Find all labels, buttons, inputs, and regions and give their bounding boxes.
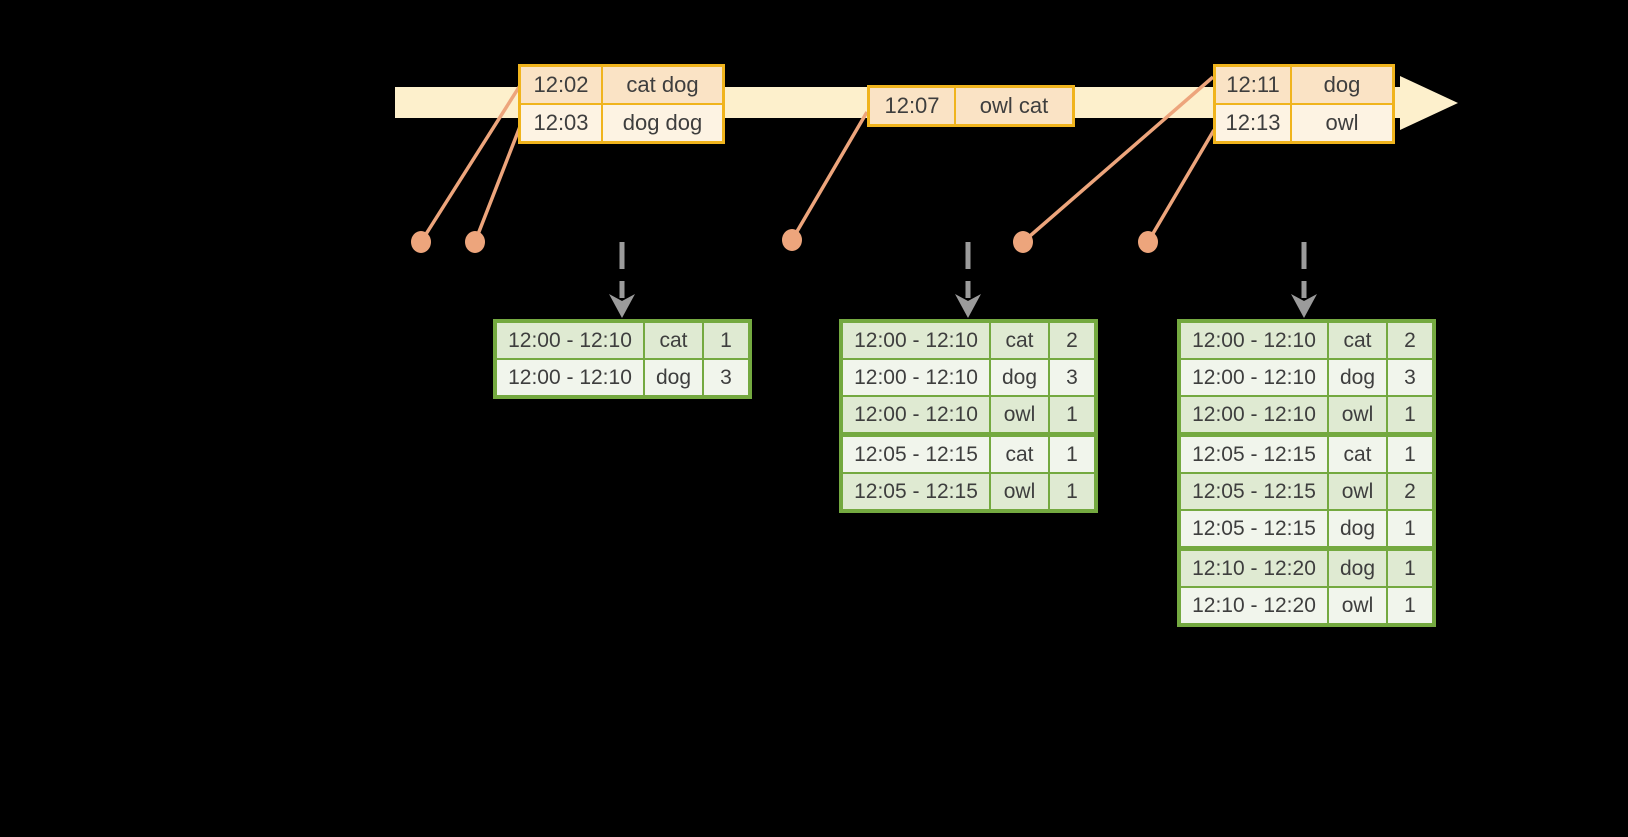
event-dot: [411, 231, 431, 253]
result-word: dog: [1329, 511, 1386, 546]
result-window: 12:05 - 12:15: [1181, 511, 1327, 546]
result-window: 12:05 - 12:15: [843, 437, 989, 472]
timeline-arrowhead-icon: [1400, 76, 1458, 130]
result-count: 1: [1050, 397, 1094, 432]
event-time: 12:07: [870, 88, 954, 124]
event-dot: [465, 231, 485, 253]
result-word: cat: [1329, 323, 1386, 358]
result-word: dog: [991, 360, 1048, 395]
result-count: 2: [1388, 474, 1432, 509]
result-table-3: 12:00 - 12:10 cat 2 12:00 - 12:10 dog 3 …: [1177, 319, 1436, 627]
result-window: 12:00 - 12:10: [843, 360, 989, 395]
result-word: cat: [991, 323, 1048, 358]
result-count: 1: [1050, 437, 1094, 472]
result-count: 3: [1388, 360, 1432, 395]
event-connector-line: [473, 123, 523, 243]
event-table-1: 12:02 cat dog 12:03 dog dog: [518, 64, 725, 144]
result-window: 12:00 - 12:10: [1181, 323, 1327, 358]
event-row: 12:13 owl: [1216, 105, 1392, 141]
result-count: 1: [1388, 588, 1432, 623]
trigger-arrowhead-icon: [1291, 294, 1317, 318]
result-row: 12:00 - 12:10 cat 1: [497, 323, 748, 358]
result-count: 2: [1050, 323, 1094, 358]
result-row: 12:00 - 12:10 dog 3: [497, 360, 748, 395]
result-count: 1: [1050, 474, 1094, 509]
event-row: 12:11 dog: [1216, 67, 1392, 103]
event-row: 12:02 cat dog: [521, 67, 722, 103]
event-words: dog: [1292, 67, 1392, 103]
event-time: 12:13: [1216, 105, 1290, 141]
result-row: 12:05 - 12:15 owl 2: [1181, 474, 1432, 509]
result-window: 12:05 - 12:15: [1181, 474, 1327, 509]
result-window: 12:05 - 12:15: [1181, 437, 1327, 472]
result-row: 12:00 - 12:10 owl 1: [1181, 397, 1432, 432]
result-row: 12:05 - 12:15 owl 1: [843, 474, 1094, 509]
result-word: owl: [991, 397, 1048, 432]
trigger-arrowhead-icon: [955, 294, 981, 318]
event-words: owl cat: [956, 88, 1072, 124]
result-row: 12:00 - 12:10 cat 2: [1181, 323, 1432, 358]
result-word: owl: [1329, 588, 1386, 623]
result-count: 1: [1388, 397, 1432, 432]
event-words: owl: [1292, 105, 1392, 141]
trigger-arrowhead-icon: [609, 294, 635, 318]
result-table-1: 12:00 - 12:10 cat 1 12:00 - 12:10 dog 3: [493, 319, 752, 399]
result-word: dog: [1329, 551, 1386, 586]
result-row: 12:00 - 12:10 dog 3: [843, 360, 1094, 395]
event-table-2: 12:07 owl cat: [867, 85, 1075, 127]
result-row: 12:00 - 12:10 dog 3: [1181, 360, 1432, 395]
result-window: 12:10 - 12:20: [1181, 551, 1327, 586]
result-row: 12:05 - 12:15 cat 1: [1181, 437, 1432, 472]
event-connector-line: [1021, 75, 1215, 244]
result-count: 1: [1388, 437, 1432, 472]
result-window: 12:00 - 12:10: [1181, 360, 1327, 395]
event-row: 12:07 owl cat: [870, 88, 1072, 124]
result-count: 1: [1388, 511, 1432, 546]
result-word: owl: [991, 474, 1048, 509]
result-row: 12:05 - 12:15 dog 1: [1181, 511, 1432, 546]
result-row: 12:00 - 12:10 owl 1: [843, 397, 1094, 432]
result-word: dog: [645, 360, 702, 395]
result-word: cat: [1329, 437, 1386, 472]
result-table-2: 12:00 - 12:10 cat 2 12:00 - 12:10 dog 3 …: [839, 319, 1098, 513]
event-words: cat dog: [603, 67, 722, 103]
result-window: 12:10 - 12:20: [1181, 588, 1327, 623]
result-word: cat: [991, 437, 1048, 472]
event-words: dog dog: [603, 105, 722, 141]
result-row: 12:10 - 12:20 dog 1: [1181, 551, 1432, 586]
result-window: 12:00 - 12:10: [497, 323, 643, 358]
result-window: 12:00 - 12:10: [843, 323, 989, 358]
result-count: 3: [704, 360, 748, 395]
event-dot: [1013, 231, 1033, 253]
result-count: 1: [704, 323, 748, 358]
result-word: owl: [1329, 397, 1386, 432]
event-time: 12:03: [521, 105, 601, 141]
event-connector-line: [1146, 129, 1216, 243]
event-time: 12:02: [521, 67, 601, 103]
event-table-3: 12:11 dog 12:13 owl: [1213, 64, 1395, 144]
result-row: 12:00 - 12:10 cat 2: [843, 323, 1094, 358]
result-word: cat: [645, 323, 702, 358]
event-connector-line: [790, 111, 869, 241]
event-dot: [1138, 231, 1158, 253]
result-count: 1: [1388, 551, 1432, 586]
result-row: 12:10 - 12:20 owl 1: [1181, 588, 1432, 623]
result-window: 12:00 - 12:10: [1181, 397, 1327, 432]
result-word: dog: [1329, 360, 1386, 395]
result-count: 2: [1388, 323, 1432, 358]
event-time: 12:11: [1216, 67, 1290, 103]
result-count: 3: [1050, 360, 1094, 395]
result-window: 12:00 - 12:10: [843, 397, 989, 432]
event-dot: [782, 229, 802, 251]
result-window: 12:00 - 12:10: [497, 360, 643, 395]
event-connector-line: [419, 83, 523, 243]
event-row: 12:03 dog dog: [521, 105, 722, 141]
result-word: owl: [1329, 474, 1386, 509]
result-row: 12:05 - 12:15 cat 1: [843, 437, 1094, 472]
result-window: 12:05 - 12:15: [843, 474, 989, 509]
